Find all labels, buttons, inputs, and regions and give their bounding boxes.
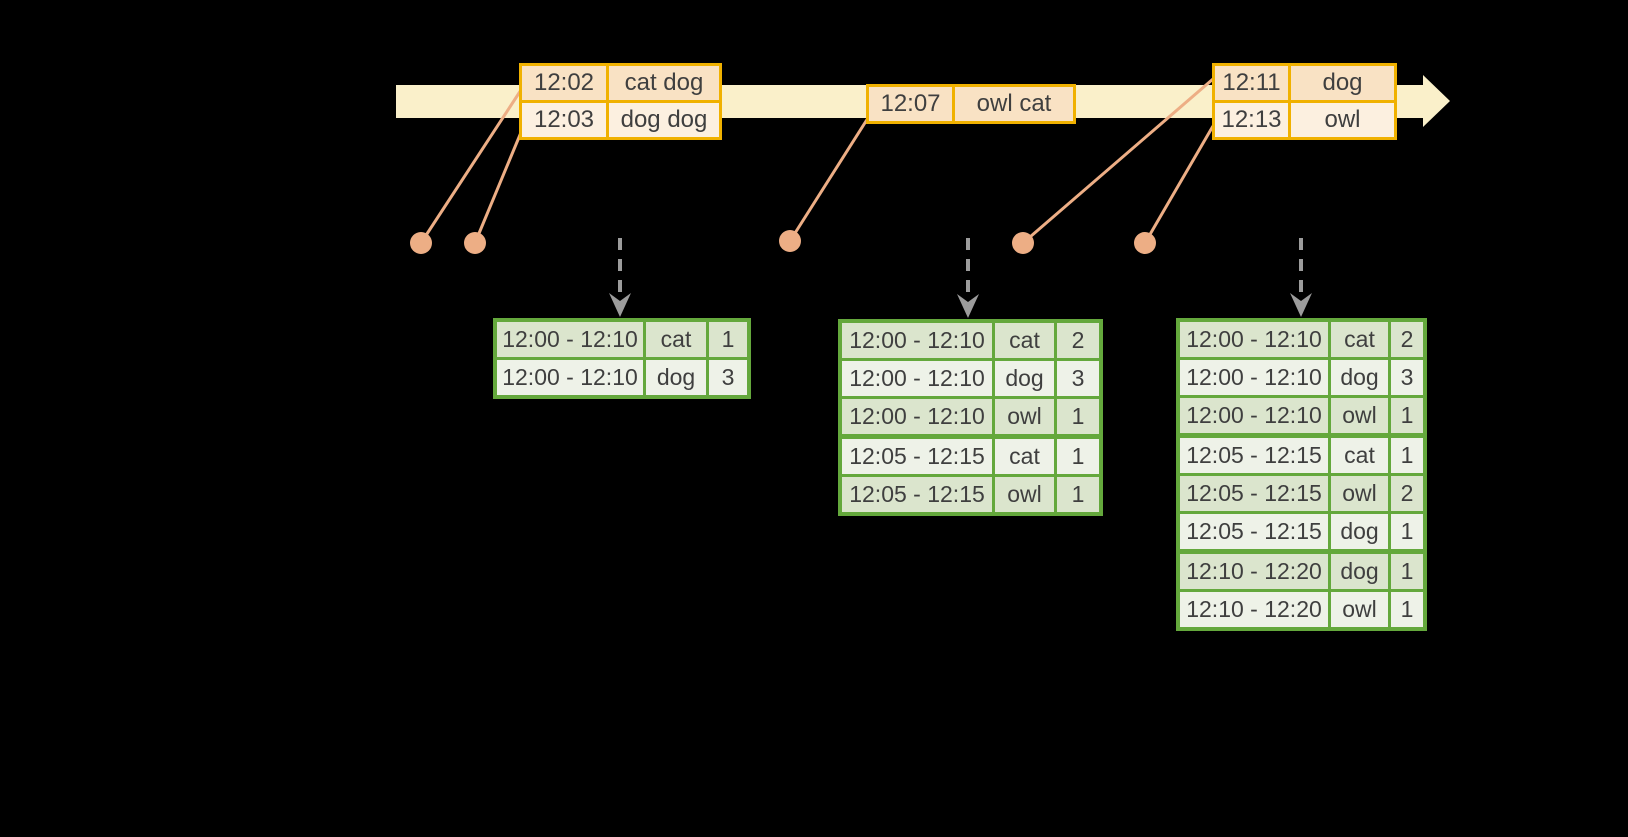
down-arrowhead-icon — [1290, 293, 1312, 317]
cell-count: 1 — [1388, 438, 1423, 473]
cell-word: dog — [1328, 514, 1388, 549]
cell-word: cat — [643, 322, 706, 357]
event-dot-icon — [464, 232, 486, 254]
table-row: 12:03 dog dog — [522, 100, 719, 137]
cell-count: 1 — [1054, 399, 1099, 434]
cell-window: 12:00 - 12:10 — [849, 403, 985, 429]
table-row: 12:11 dog — [1215, 66, 1394, 100]
cell-window: 12:00 - 12:10 — [502, 364, 638, 390]
table-row: 12:07 owl cat — [869, 87, 1073, 121]
cell-window: 12:05 - 12:15 — [1186, 442, 1322, 468]
event-table-batch1: 12:02 cat dog 12:03 dog dog — [519, 63, 722, 140]
cell-count: 3 — [1054, 361, 1099, 396]
cell-word: cat — [992, 323, 1054, 358]
cell-time: 12:13 — [1221, 106, 1282, 133]
cell-word: owl — [1328, 398, 1388, 433]
connector-line — [788, 117, 870, 242]
cell-window: 12:05 - 12:15 — [1186, 518, 1322, 544]
cell-word: cat — [1328, 438, 1388, 473]
cell-window: 12:05 - 12:15 — [849, 481, 985, 507]
cell-count: 1 — [1388, 554, 1423, 589]
cell-count: 1 — [1388, 514, 1423, 549]
connector-line — [1143, 125, 1215, 244]
cell-count: 1 — [1054, 477, 1099, 512]
cell-count: 2 — [1054, 323, 1099, 358]
cell-window: 12:00 - 12:10 — [849, 327, 985, 353]
event-dot-icon — [779, 230, 801, 252]
cell-window: 12:00 - 12:10 — [1186, 364, 1322, 390]
cell-words: cat dog — [606, 66, 719, 100]
cell-count: 1 — [1054, 439, 1099, 474]
cell-word: cat — [992, 439, 1054, 474]
down-arrowhead-icon — [957, 294, 979, 318]
timeline-right-arrow-icon — [1423, 75, 1450, 127]
cell-window: 12:05 - 12:15 — [1186, 480, 1322, 506]
cell-time: 12:07 — [880, 90, 941, 117]
connector-line — [1022, 77, 1214, 245]
cell-count: 3 — [706, 360, 747, 395]
event-dot-icon — [410, 232, 432, 254]
cell-time: 12:03 — [533, 106, 595, 133]
event-table-batch2: 12:07 owl cat — [866, 84, 1076, 124]
cell-word: dog — [643, 360, 706, 395]
cell-word: dog — [1328, 554, 1388, 589]
event-dot-icon — [1012, 232, 1034, 254]
cell-time: 12:11 — [1222, 69, 1281, 96]
cell-time: 12:02 — [533, 69, 595, 96]
cell-count: 1 — [1388, 592, 1423, 627]
cell-words: dog — [1288, 66, 1394, 100]
cell-count: 2 — [1388, 476, 1423, 511]
cell-words: dog dog — [606, 103, 719, 137]
cell-window: 12:00 - 12:10 — [849, 365, 985, 391]
cell-count: 3 — [1388, 360, 1423, 395]
connector-line — [419, 89, 523, 244]
down-arrowhead-icon — [609, 293, 631, 317]
cell-window: 12:05 - 12:15 — [849, 443, 985, 469]
cell-window: 12:10 - 12:20 — [1186, 596, 1322, 622]
cell-count: 1 — [1388, 398, 1423, 433]
cell-word: owl — [1328, 476, 1388, 511]
cell-word: cat — [1328, 322, 1388, 357]
cell-count: 2 — [1388, 322, 1423, 357]
table-row: 12:02 cat dog — [522, 66, 719, 100]
cell-word: owl — [992, 399, 1054, 434]
cell-count: 1 — [706, 322, 747, 357]
event-dot-icon — [1134, 232, 1156, 254]
connector-line — [473, 129, 524, 244]
cell-window: 12:00 - 12:10 — [502, 326, 638, 352]
cell-word: dog — [1328, 360, 1388, 395]
cell-word: owl — [1328, 592, 1388, 627]
cell-word: dog — [992, 361, 1054, 396]
cell-window: 12:00 - 12:10 — [1186, 326, 1322, 352]
cell-words: owl — [1288, 103, 1394, 137]
cell-window: 12:00 - 12:10 — [1186, 402, 1322, 428]
cell-word: owl — [992, 477, 1054, 512]
cell-window: 12:10 - 12:20 — [1186, 558, 1322, 584]
cell-words: owl cat — [952, 87, 1073, 121]
